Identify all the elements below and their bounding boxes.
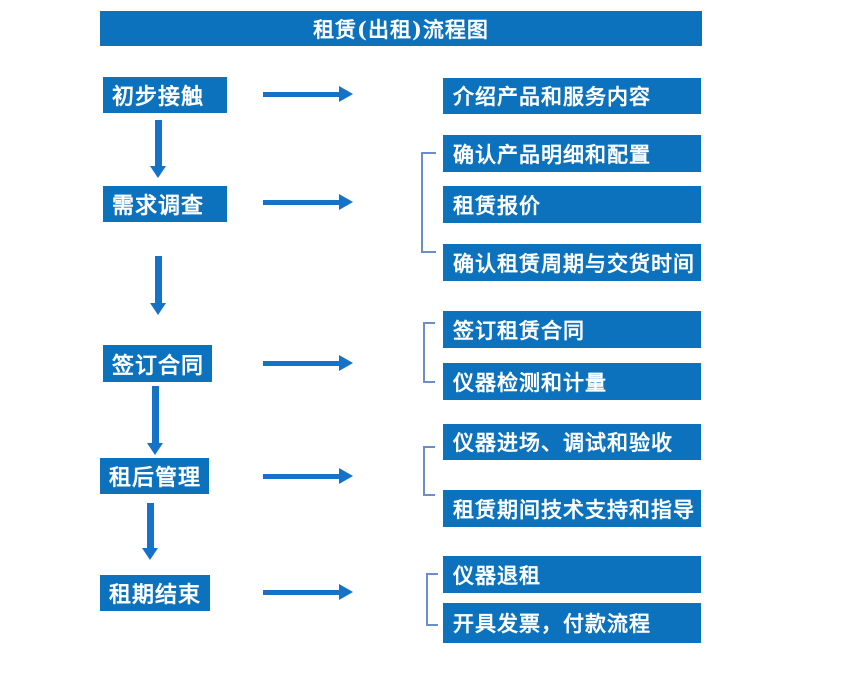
- arrow-head: [142, 548, 158, 560]
- output-confirm-rental-period: 确认租赁周期与交货时间: [443, 244, 701, 281]
- arrow-shaft: [151, 386, 159, 443]
- flowchart-title: 租赁(出租)流程图: [100, 11, 702, 46]
- arrow-head: [150, 166, 166, 178]
- arrow-shaft: [263, 199, 339, 205]
- stage-box-initial-contact: 初步接触: [103, 77, 227, 113]
- arrow-right-icon: [263, 584, 353, 600]
- output-instrument-return: 仪器退租: [443, 556, 701, 593]
- arrow-head: [339, 468, 353, 484]
- arrow-shaft: [154, 120, 162, 166]
- arrow-shaft: [146, 503, 154, 548]
- arrow-shaft: [263, 473, 339, 479]
- output-technical-support: 租赁期间技术支持和指导: [443, 490, 701, 527]
- output-confirm-product-details: 确认产品明细和配置: [443, 135, 701, 172]
- group-bracket: [423, 446, 435, 496]
- arrow-head: [339, 86, 353, 102]
- arrow-right-icon: [263, 86, 353, 102]
- group-bracket: [426, 573, 438, 626]
- stage-box-rental-end: 租期结束: [100, 575, 210, 611]
- arrow-head: [339, 194, 353, 210]
- output-instrument-testing: 仪器检测和计量: [443, 363, 701, 400]
- arrow-down-icon: [142, 503, 158, 560]
- arrow-shaft: [154, 256, 162, 303]
- arrow-head: [339, 584, 353, 600]
- arrow-down-icon: [150, 256, 166, 315]
- arrow-right-icon: [263, 355, 353, 371]
- arrow-shaft: [263, 91, 339, 97]
- output-introduce-products: 介绍产品和服务内容: [443, 78, 701, 114]
- arrow-shaft: [263, 360, 339, 366]
- arrow-head: [150, 303, 166, 315]
- group-bracket: [423, 322, 435, 383]
- output-instrument-setup-acceptance: 仪器进场、调试和验收: [443, 424, 701, 460]
- output-sign-rental-contract: 签订租赁合同: [443, 311, 701, 348]
- arrow-down-icon: [150, 120, 166, 178]
- stage-box-sign-contract: 签订合同: [103, 345, 212, 382]
- stage-box-demand-survey: 需求调查: [103, 186, 227, 222]
- arrow-right-icon: [263, 194, 353, 210]
- output-invoice-payment: 开具发票，付款流程: [443, 603, 701, 643]
- arrow-head: [339, 355, 353, 371]
- arrow-right-icon: [263, 468, 353, 484]
- arrow-head: [147, 443, 163, 455]
- output-rental-quote: 租赁报价: [443, 186, 701, 223]
- group-bracket: [421, 152, 436, 253]
- arrow-shaft: [263, 589, 339, 595]
- arrow-down-icon: [147, 386, 163, 455]
- stage-box-post-rental-management: 租后管理: [100, 458, 209, 494]
